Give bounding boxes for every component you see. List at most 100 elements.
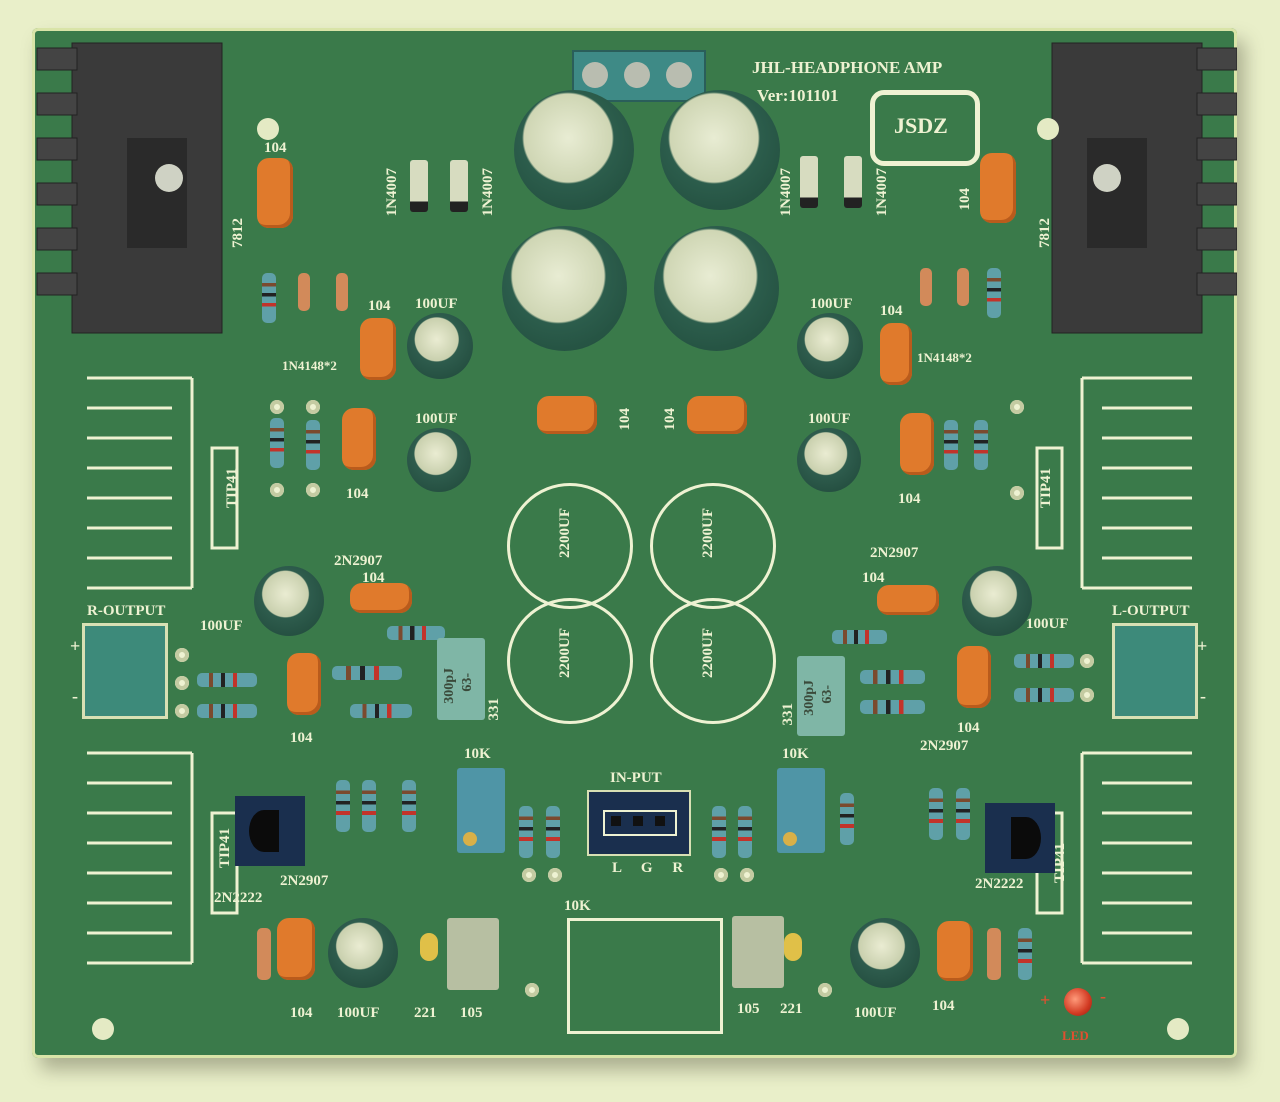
resistor bbox=[197, 673, 257, 687]
label-7812-right: 7812 bbox=[1037, 218, 1053, 248]
pad bbox=[175, 704, 189, 718]
transistor-2n2222-right[interactable] bbox=[985, 803, 1055, 873]
film-cap-474 bbox=[732, 916, 784, 988]
ceramic-cap-104 bbox=[257, 158, 293, 228]
label-plus: + bbox=[70, 636, 81, 656]
pad bbox=[714, 868, 728, 882]
diode-1n4148 bbox=[920, 268, 932, 306]
ceramic-cap-104 bbox=[900, 413, 934, 475]
pad bbox=[1010, 400, 1024, 414]
resistor bbox=[738, 806, 752, 858]
diode-1n4007 bbox=[800, 156, 818, 208]
mounting-hole bbox=[1037, 118, 1059, 140]
label-104: 104 bbox=[368, 298, 391, 314]
heatsink-top-left bbox=[36, 42, 223, 334]
diode-1n4148 bbox=[336, 273, 348, 311]
r-output-terminal[interactable] bbox=[82, 623, 168, 719]
label-104: 104 bbox=[290, 730, 313, 746]
label-10k-pot: 10K bbox=[564, 898, 591, 914]
ceramic-cap-104 bbox=[937, 921, 973, 981]
ceramic-cap-104 bbox=[957, 646, 991, 708]
silk-heatsink-r-upper bbox=[87, 376, 239, 590]
label-2n2222: 2N2222 bbox=[214, 890, 263, 906]
resistor bbox=[860, 670, 925, 684]
capacitor-100uf bbox=[407, 313, 473, 379]
resistor bbox=[387, 626, 445, 640]
diode-1n4007 bbox=[450, 160, 468, 212]
trimmer-10k[interactable] bbox=[777, 768, 825, 853]
label-104: 104 bbox=[662, 408, 678, 431]
resistor bbox=[1018, 928, 1032, 980]
pad bbox=[740, 868, 754, 882]
pad bbox=[175, 676, 189, 690]
label-104: 104 bbox=[932, 998, 955, 1014]
resistor bbox=[350, 704, 412, 718]
ceramic-cap-104 bbox=[342, 408, 376, 470]
label-tip41: TIP41 bbox=[1038, 468, 1054, 509]
label-100uf: 100UF bbox=[415, 296, 458, 312]
label-104: 104 bbox=[290, 1005, 313, 1021]
label-plus: + bbox=[1197, 636, 1208, 656]
label-minus: - bbox=[1200, 686, 1206, 706]
ceramic-cap-104 bbox=[277, 918, 315, 980]
label-2200uf: 2200UF bbox=[557, 628, 573, 678]
label-100uf: 100UF bbox=[337, 1005, 380, 1021]
pad bbox=[548, 868, 562, 882]
label-104: 104 bbox=[362, 570, 385, 586]
label-2n2907: 2N2907 bbox=[920, 738, 969, 754]
diode-1n4148 bbox=[957, 268, 969, 306]
resistor bbox=[712, 806, 726, 858]
mounting-hole bbox=[1167, 1018, 1189, 1040]
label-10k: 10K bbox=[782, 746, 809, 762]
label-led: LED bbox=[1062, 1028, 1089, 1043]
resistor bbox=[362, 780, 376, 832]
capacitor-100uf bbox=[407, 428, 471, 492]
label-1n4007: 1N4007 bbox=[384, 168, 400, 217]
led bbox=[1064, 988, 1092, 1016]
transistor-2n2222-left[interactable] bbox=[235, 796, 305, 866]
film-cap-300pj bbox=[797, 656, 845, 736]
label-104: 104 bbox=[346, 486, 369, 502]
label-63: 63- bbox=[460, 673, 475, 692]
capacitor-100uf bbox=[328, 918, 398, 988]
label-2n2222: 2N2222 bbox=[975, 876, 1024, 892]
resistor bbox=[546, 806, 560, 858]
pad bbox=[1080, 654, 1094, 668]
pad bbox=[306, 483, 320, 497]
input-header[interactable] bbox=[587, 790, 691, 856]
trimmer-10k[interactable] bbox=[457, 768, 505, 853]
yellow-cap bbox=[420, 933, 438, 961]
film-cap-300pj bbox=[437, 638, 485, 720]
board-version: Ver:101101 bbox=[757, 86, 839, 105]
jsdz-logo-box bbox=[870, 90, 980, 166]
resistor bbox=[336, 780, 350, 832]
label-plus: + bbox=[1040, 990, 1051, 1010]
label-r-output: R-OUTPUT bbox=[87, 603, 166, 619]
label-2200uf: 2200UF bbox=[700, 628, 716, 678]
resistor bbox=[956, 788, 970, 840]
pad bbox=[1080, 688, 1094, 702]
capacitor-2200uf bbox=[502, 226, 627, 351]
ceramic-cap-104 bbox=[687, 396, 747, 434]
resistor bbox=[860, 700, 925, 714]
l-output-terminal[interactable] bbox=[1112, 623, 1198, 719]
resistor bbox=[840, 793, 854, 845]
pad bbox=[270, 483, 284, 497]
silk-heatsink-r-lower bbox=[87, 751, 239, 965]
label-7812-left: 7812 bbox=[230, 218, 246, 248]
resistor bbox=[332, 666, 402, 680]
ceramic-cap-104 bbox=[287, 653, 321, 715]
label-100uf: 100UF bbox=[1026, 616, 1069, 632]
resistor bbox=[832, 630, 887, 644]
footprint-2200uf bbox=[650, 598, 776, 724]
resistor bbox=[1014, 654, 1074, 668]
resistor bbox=[974, 420, 988, 470]
label-1n4007: 1N4007 bbox=[778, 168, 794, 217]
label-2200uf: 2200UF bbox=[700, 508, 716, 558]
resistor bbox=[987, 928, 1001, 980]
resistor bbox=[402, 780, 416, 832]
resistor bbox=[519, 806, 533, 858]
label-104: 104 bbox=[880, 303, 903, 319]
label-300pj: 300pJ bbox=[802, 680, 817, 716]
